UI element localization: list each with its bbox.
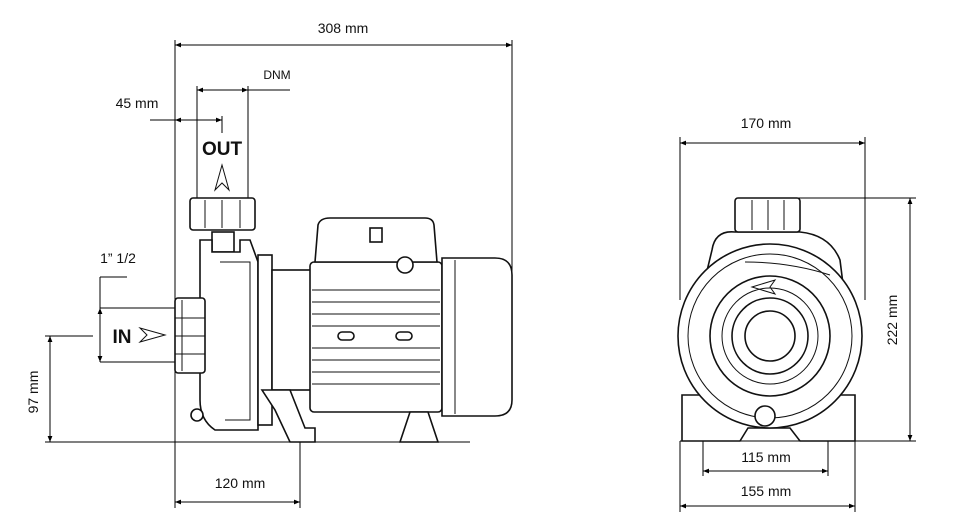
inlet-height-label: 97 mm	[25, 371, 41, 414]
front-view: 170 mm 222 mm 115 mm 155 mm	[677, 115, 916, 512]
dimension-overall-length: 308 mm	[174, 20, 513, 508]
base-width-label: 155 mm	[741, 483, 792, 499]
overall-length-label: 308 mm	[318, 20, 369, 36]
outlet-flow-arrow-icon	[214, 163, 230, 192]
dimension-overall-width: 170 mm	[679, 115, 866, 300]
foot-length-label: 120 mm	[215, 475, 266, 491]
dimension-outlet-size: DNM	[196, 68, 291, 198]
outlet-size-label: DNM	[263, 68, 290, 82]
overall-width-label: 170 mm	[741, 115, 792, 131]
pump-side-drawing	[174, 197, 513, 443]
dimension-outlet-offset: 45 mm	[116, 95, 223, 133]
outlet-offset-label: 45 mm	[116, 95, 159, 111]
dimension-foot-spacing: 115 mm	[702, 441, 829, 476]
inlet-size-label: 1” 1/2	[100, 250, 136, 266]
dimension-foot-length: 120 mm	[175, 440, 301, 508]
dimension-base-width: 155 mm	[679, 441, 856, 512]
inlet-flow-arrow-icon	[138, 327, 167, 343]
inlet-label: IN	[113, 327, 132, 348]
pump-front-drawing	[677, 197, 863, 442]
rotation-arrow-icon	[750, 279, 777, 295]
side-view: 308 mm DNM 45 mm OUT 1” 1/2 IN	[25, 20, 513, 508]
overall-height-label: 222 mm	[884, 295, 900, 346]
dimension-inlet-size: 1” 1/2	[97, 250, 175, 363]
foot-spacing-label: 115 mm	[741, 449, 791, 465]
outlet-label: OUT	[202, 139, 243, 160]
